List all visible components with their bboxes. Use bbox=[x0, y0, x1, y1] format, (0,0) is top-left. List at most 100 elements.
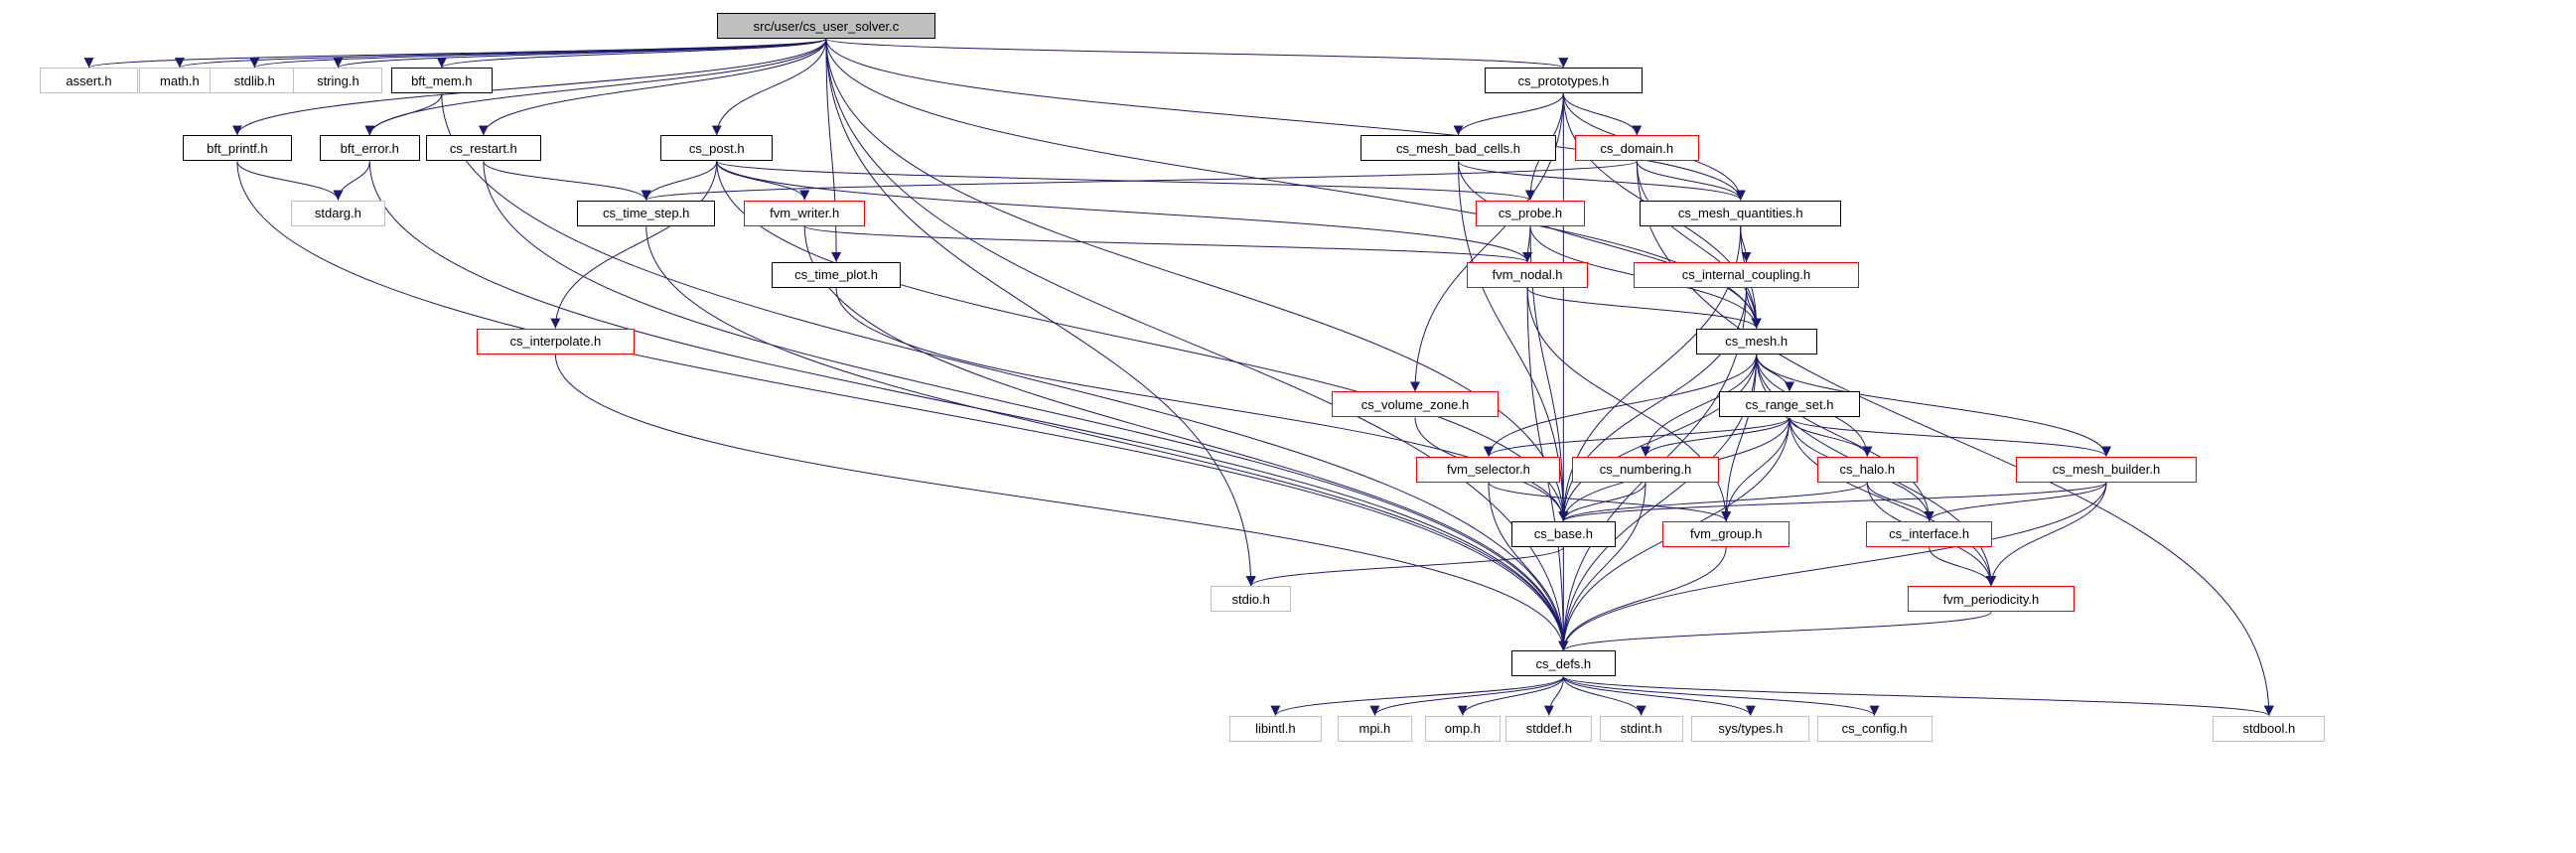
edge-cs-domain-h-to-cs-time-step-h bbox=[642, 160, 1638, 201]
edge-cs-mesh-builder-h-to-fvm-periodicity-h bbox=[1986, 482, 2107, 587]
edge-fvm-nodal-h-to-cs-mesh-h bbox=[1526, 287, 1762, 329]
node-stdlib-h: stdlib.h bbox=[210, 68, 300, 94]
edge-cs-halo-h-to-cs-interface-h bbox=[1866, 482, 1934, 521]
edge-cs-mesh-h-to-cs-numbering-h bbox=[1641, 354, 1758, 457]
node-cs-post-h[interactable]: cs_post.h bbox=[660, 135, 774, 162]
node-cs-halo-h[interactable]: cs_halo.h bbox=[1816, 456, 1919, 483]
edge-cs-defs-h-to-libintl-h bbox=[1270, 676, 1564, 717]
edge-cs-halo-h-to-cs-base-h bbox=[1558, 482, 1868, 522]
node-cs-config-h: cs_config.h bbox=[1816, 715, 1932, 742]
edge-cs-defs-h-to-stddef-h bbox=[1543, 676, 1564, 716]
edge-cs-mesh-h-to-cs-base-h bbox=[1558, 354, 1758, 521]
node-cs-probe-h[interactable]: cs_probe.h bbox=[1475, 200, 1586, 226]
edge-fvm-writer-h-to-fvm-nodal-h bbox=[803, 225, 1532, 263]
edge-cs-post-h-to-fvm-nodal-h bbox=[716, 161, 1532, 262]
node-cs-mesh-builder-h[interactable]: cs_mesh_builder.h bbox=[2015, 456, 2198, 483]
node-sys-types-h: sys/types.h bbox=[1691, 715, 1810, 742]
node-bft-printf-h[interactable]: bft_printf.h bbox=[182, 135, 292, 162]
edge-cs-mesh-builder-h-to-cs-base-h bbox=[1558, 482, 2107, 522]
edge-cs-mesh-builder-h-to-cs-defs-h bbox=[1558, 482, 2107, 651]
edge-cs-restart-h-to-cs-defs-h bbox=[483, 161, 1569, 651]
node-bft-error-h[interactable]: bft_error.h bbox=[319, 135, 421, 162]
node-cs-domain-h[interactable]: cs_domain.h bbox=[1574, 135, 1699, 162]
node-cs-range-set-h[interactable]: cs_range_set.h bbox=[1718, 391, 1861, 418]
node-cs-volume-zone-h[interactable]: cs_volume_zone.h bbox=[1331, 391, 1500, 418]
edge-cs-user-solver-c-to-stdio-h bbox=[825, 39, 1256, 587]
node-stdint-h: stdint.h bbox=[1599, 715, 1683, 742]
node-cs-base-h[interactable]: cs_base.h bbox=[1511, 520, 1616, 547]
node-stdio-h: stdio.h bbox=[1211, 586, 1292, 613]
edge-cs-prototypes-h-to-cs-domain-h bbox=[1562, 93, 1643, 136]
node-cs-defs-h[interactable]: cs_defs.h bbox=[1511, 650, 1616, 677]
node-cs-internal-coupling-h[interactable]: cs_internal_coupling.h bbox=[1634, 261, 1859, 288]
node-stdarg-h: stdarg.h bbox=[290, 200, 386, 226]
node-cs-mesh-h[interactable]: cs_mesh.h bbox=[1695, 328, 1817, 355]
edge-cs-user-solver-c-to-bft-printf-h bbox=[232, 39, 827, 136]
node-stdbool-h: stdbool.h bbox=[2213, 715, 2326, 742]
node-fvm-group-h[interactable]: fvm_group.h bbox=[1662, 520, 1789, 547]
edge-cs-user-solver-c-to-cs-mesh-quantities-h bbox=[825, 39, 1746, 201]
edge-cs-defs-h-to-stdbool-h bbox=[1562, 676, 2274, 717]
edge-cs-range-set-h-to-cs-numbering-h bbox=[1641, 417, 1790, 457]
edge-cs-mesh-bad-cells-h-to-cs-mesh-quantities-h bbox=[1458, 160, 1746, 201]
edge-cs-defs-h-to-sys-types-h bbox=[1562, 676, 1756, 716]
edge-fvm-selector-h-to-cs-defs-h bbox=[1488, 482, 1569, 651]
edge-cs-user-solver-c-to-string-h bbox=[333, 38, 827, 69]
edge-cs-defs-h-to-mpi-h bbox=[1369, 676, 1564, 716]
edge-cs-mesh-h-to-fvm-group-h bbox=[1721, 354, 1758, 521]
edge-bft-mem-h-to-bft-error-h bbox=[364, 93, 443, 136]
node-cs-mesh-bad-cells-h[interactable]: cs_mesh_bad_cells.h bbox=[1360, 135, 1557, 162]
edge-cs-mesh-builder-h-to-cs-interface-h bbox=[1924, 482, 2107, 522]
edge-fvm-periodicity-h-to-cs-defs-h bbox=[1558, 611, 1992, 651]
edge-cs-defs-h-to-stdint-h bbox=[1562, 676, 1646, 716]
edge-cs-mesh-bad-cells-h-to-cs-mesh-h bbox=[1458, 161, 1762, 329]
edge-cs-domain-h-to-stdbool-h bbox=[1636, 161, 2274, 716]
edge-cs-mesh-h-to-cs-mesh-builder-h bbox=[1756, 354, 2111, 457]
node-cs-restart-h[interactable]: cs_restart.h bbox=[425, 135, 541, 162]
edge-cs-interpolate-h-to-cs-defs-h bbox=[554, 354, 1569, 651]
node-fvm-writer-h[interactable]: fvm_writer.h bbox=[744, 200, 866, 226]
node-stddef-h: stddef.h bbox=[1505, 715, 1593, 742]
node-cs-prototypes-h[interactable]: cs_prototypes.h bbox=[1484, 68, 1644, 94]
node-cs-mesh-quantities-h[interactable]: cs_mesh_quantities.h bbox=[1640, 200, 1842, 226]
edge-cs-domain-h-to-cs-mesh-h bbox=[1636, 161, 1762, 329]
node-mpi-h: mpi.h bbox=[1337, 715, 1413, 742]
edge-cs-range-set-h-to-fvm-selector-h bbox=[1484, 417, 1790, 458]
edge-cs-range-set-h-to-fvm-periodicity-h bbox=[1789, 417, 1996, 587]
edge-fvm-selector-h-to-fvm-group-h bbox=[1488, 482, 1732, 522]
node-fvm-nodal-h[interactable]: fvm_nodal.h bbox=[1467, 261, 1588, 288]
edge-cs-restart-h-to-cs-time-step-h bbox=[483, 161, 651, 201]
edge-cs-interface-h-to-fvm-periodicity-h bbox=[1929, 546, 1996, 587]
edge-bft-mem-h-to-cs-defs-h bbox=[441, 93, 1569, 651]
edge-cs-post-h-to-cs-interpolate-h bbox=[550, 161, 718, 329]
edge-cs-user-solver-c-to-cs-base-h bbox=[825, 39, 1569, 521]
node-fvm-selector-h[interactable]: fvm_selector.h bbox=[1416, 456, 1561, 483]
edge-cs-user-solver-c-to-cs-defs-h bbox=[825, 39, 1569, 651]
node-bft-mem-h[interactable]: bft_mem.h bbox=[391, 68, 493, 94]
edge-bft-printf-h-to-cs-defs-h bbox=[236, 161, 1569, 651]
edge-bft-error-h-to-cs-defs-h bbox=[368, 161, 1569, 651]
node-cs-interface-h[interactable]: cs_interface.h bbox=[1865, 520, 1993, 547]
edge-bft-printf-h-to-stdarg-h bbox=[236, 161, 344, 201]
edge-cs-post-h-to-cs-base-h bbox=[716, 161, 1569, 521]
edge-cs-user-solver-c-to-stdlib-h bbox=[249, 38, 827, 69]
edge-cs-domain-h-to-cs-mesh-quantities-h bbox=[1636, 161, 1746, 201]
edge-cs-user-solver-c-to-cs-prototypes-h bbox=[825, 38, 1568, 69]
node-cs-time-step-h[interactable]: cs_time_step.h bbox=[577, 200, 716, 226]
node-string-h: string.h bbox=[293, 68, 383, 94]
edge-bft-error-h-to-stdarg-h bbox=[333, 161, 370, 201]
edge-cs-base-h-to-stdio-h bbox=[1245, 546, 1564, 587]
edge-cs-user-solver-c-to-cs-restart-h bbox=[478, 39, 827, 136]
edge-cs-mesh-h-to-cs-interface-h bbox=[1756, 354, 1934, 521]
node-fvm-periodicity-h[interactable]: fvm_periodicity.h bbox=[1907, 586, 2075, 613]
node-libintl-h: libintl.h bbox=[1228, 715, 1322, 742]
edge-cs-mesh-h-to-fvm-selector-h bbox=[1484, 354, 1758, 457]
edge-cs-time-step-h-to-cs-defs-h bbox=[645, 225, 1569, 651]
node-cs-time-plot-h[interactable]: cs_time_plot.h bbox=[771, 261, 902, 288]
edge-cs-user-solver-c-to-cs-post-h bbox=[711, 39, 827, 136]
node-cs-numbering-h[interactable]: cs_numbering.h bbox=[1572, 456, 1719, 483]
node-cs-interpolate-h[interactable]: cs_interpolate.h bbox=[476, 328, 636, 355]
edge-cs-post-h-to-fvm-writer-h bbox=[716, 161, 810, 201]
edge-cs-prototypes-h-to-cs-mesh-bad-cells-h bbox=[1453, 93, 1564, 136]
